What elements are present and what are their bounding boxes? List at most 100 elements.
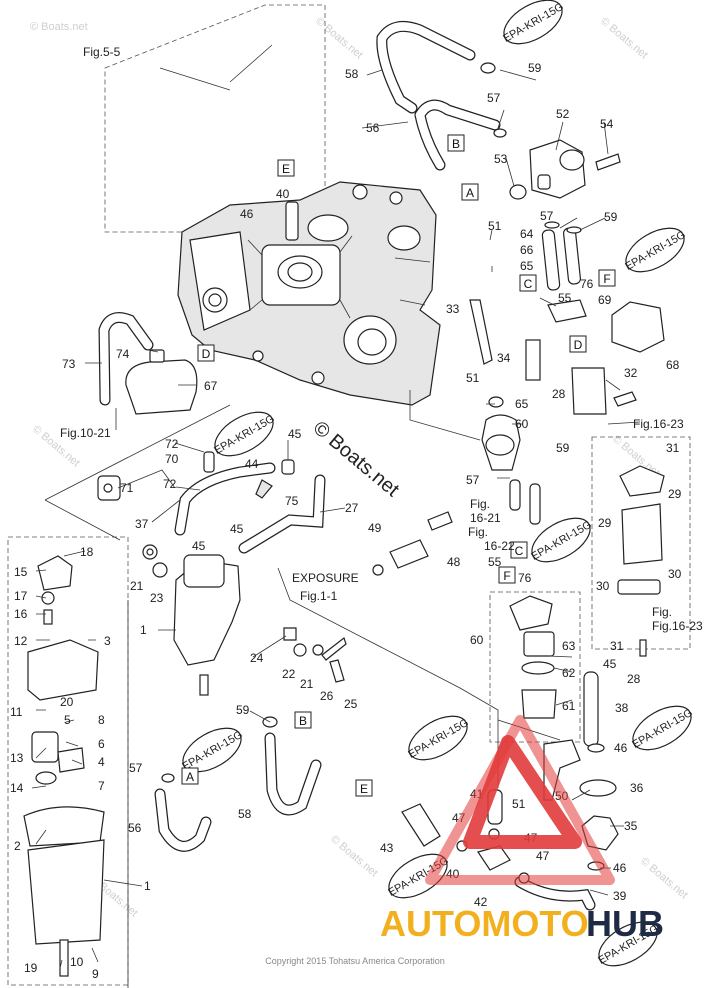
hose-56 [414, 99, 501, 171]
callout: 46 [614, 741, 628, 755]
oring-53 [509, 184, 527, 200]
callout: 25 [344, 697, 358, 711]
callout: 63 [562, 639, 576, 653]
callout: 27 [345, 501, 359, 515]
hose-48b [427, 511, 453, 531]
callout: 70 [165, 452, 179, 466]
callout: 29 [668, 487, 682, 501]
callout: 9 [92, 967, 99, 981]
callout: 8 [98, 713, 105, 727]
callout: 66 [520, 243, 534, 257]
callout: 18 [80, 545, 94, 559]
box-label-a: A [466, 186, 474, 200]
box-label-f2: F [503, 569, 510, 583]
callout: 28 [552, 387, 566, 401]
callout: 60 [470, 633, 484, 647]
callout: 21 [130, 579, 144, 593]
ref-fig-16-21-a: Fig. [470, 497, 490, 511]
callout: 59 [528, 61, 542, 75]
callout: 51 [466, 371, 480, 385]
clip-49 [372, 564, 384, 576]
callout: 42 [474, 895, 488, 909]
callout: 71 [120, 481, 134, 495]
ref-fig-16-23-b1: Fig. [652, 605, 672, 619]
callout: 12 [14, 634, 28, 648]
leader-lines [31, 44, 641, 969]
callout: 57 [129, 761, 143, 775]
hose-43 [401, 803, 441, 847]
callout: 23 [150, 591, 164, 605]
ref-fig-16-23-b2: Fig.16-23 [652, 619, 703, 633]
callout: 45 [288, 427, 302, 441]
callout: 31 [666, 441, 680, 455]
cover-68 [611, 301, 665, 353]
callout: 65 [520, 259, 534, 273]
watermark: © Boats.net [30, 21, 88, 33]
logo-text-b: HUB [586, 903, 664, 944]
clamp-36 [579, 779, 617, 797]
pin-26 [321, 637, 347, 661]
callout: 6 [98, 737, 105, 751]
callout: 14 [10, 781, 24, 795]
watermark: © Boats.net [598, 15, 650, 61]
callout: 45 [230, 522, 244, 536]
callout: 65 [515, 397, 529, 411]
hose-39 [514, 876, 596, 911]
separator-group [617, 465, 665, 657]
fig-5-5-dashed-group [104, 4, 326, 233]
callout: 54 [600, 117, 614, 131]
callout: 52 [556, 107, 570, 121]
copyright-text: Copyright 2015 Tohatsu America Corporati… [265, 956, 444, 966]
box-label-c: C [524, 277, 533, 291]
vapor-separator-dashed-group [591, 436, 691, 650]
spacer-70 [203, 451, 215, 473]
callout: 37 [135, 517, 149, 531]
callout: 59 [236, 703, 250, 717]
callout: 16 [14, 607, 28, 621]
guide-line [44, 404, 231, 501]
callout: 2 [14, 839, 21, 853]
watermark: © Boats.net [313, 15, 365, 61]
hose-56b [154, 788, 212, 852]
ref-fig-16-23: Fig.16-23 [633, 417, 684, 431]
callout: 7 [98, 779, 105, 793]
vapor-separator-1 [152, 554, 241, 696]
box-label-b: B [452, 137, 460, 151]
ref-fig-5-5: Fig.5-5 [83, 45, 121, 59]
filter-element-group [509, 595, 557, 719]
callout: 13 [10, 751, 24, 765]
callout: 46 [240, 207, 254, 221]
callout: 56 [128, 821, 142, 835]
ref-fig-16-21-b: 16-21 [470, 511, 501, 525]
box-label-c2: C [515, 544, 524, 558]
fuel-pump-52 [509, 139, 621, 200]
callout: 5 [64, 713, 71, 727]
callout: 55 [558, 291, 572, 305]
callout: 69 [598, 293, 612, 307]
callout: 29 [598, 516, 612, 530]
logo-text-a: AUTOMOTO [380, 903, 589, 944]
callout: 51 [512, 797, 526, 811]
callout: 58 [238, 807, 252, 821]
pump-group-left [23, 555, 105, 977]
bracket-33 [469, 299, 493, 365]
hose-58 [376, 20, 476, 114]
callout: 62 [562, 666, 576, 680]
callout: 21 [300, 677, 314, 691]
watermark: © Boats.net [638, 855, 690, 901]
callout: 11 [10, 705, 23, 719]
washer-21b [312, 644, 324, 656]
ref-exposure: EXPOSURE [292, 571, 359, 585]
ref-fig-1-1: Fig.1-1 [300, 589, 338, 603]
clip-57 [493, 128, 507, 138]
callout: 76 [518, 571, 532, 585]
collar-24 [283, 627, 297, 641]
box-label-e2: E [360, 782, 368, 796]
box-label-d: D [202, 347, 211, 361]
callout: 36 [630, 781, 644, 795]
callout: 46 [613, 861, 627, 875]
hose-37 [174, 462, 276, 536]
callout: 3 [104, 634, 111, 648]
callout: 43 [380, 841, 394, 855]
watermark: © Boats.net [328, 833, 380, 879]
